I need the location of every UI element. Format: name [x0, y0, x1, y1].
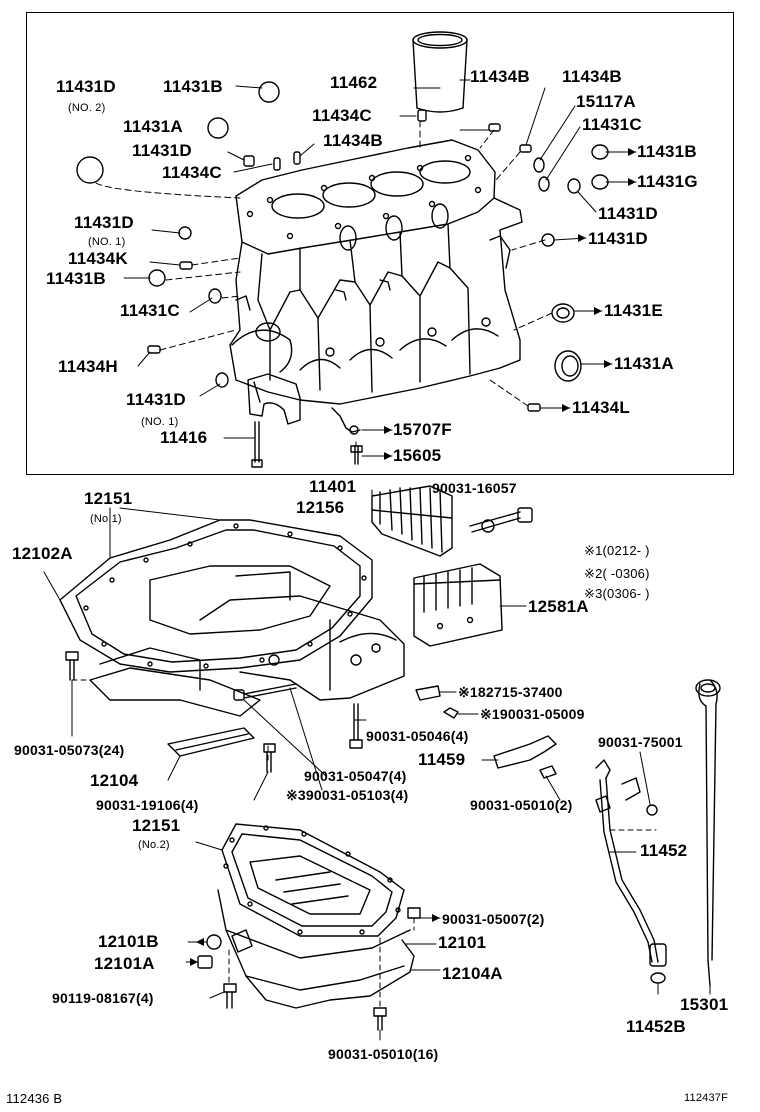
- bolt-15605: [350, 445, 363, 465]
- label-11434b-a[interactable]: 11434B: [470, 67, 530, 86]
- oil-strainer-12156: [371, 485, 453, 557]
- label-11434c-a[interactable]: 11434C: [312, 106, 372, 125]
- label-90031-05010-16[interactable]: 90031-05010(16): [328, 1046, 439, 1062]
- label-11431d-no2[interactable]: 11431D: [56, 77, 116, 96]
- label-no1-b: (NO. 1): [141, 416, 179, 428]
- bolt-90119-08167: [223, 983, 237, 1009]
- label-11434h[interactable]: 11434H: [58, 357, 118, 376]
- label-11431b-b[interactable]: 11431B: [637, 142, 697, 161]
- label-11434b-b[interactable]: 11434B: [562, 67, 622, 86]
- label-90031-05047[interactable]: 90031-05047(4): [304, 768, 407, 784]
- bolt-11416: [251, 421, 263, 468]
- bolt-90031-05007: [407, 907, 421, 919]
- label-90031-05007[interactable]: 90031-05007(2): [442, 911, 545, 927]
- label-11452b[interactable]: 11452B: [626, 1017, 686, 1036]
- dipstick-guide-11452: [595, 759, 667, 984]
- label-11431c-b[interactable]: 11431C: [120, 301, 180, 320]
- label-15301[interactable]: 15301: [680, 995, 729, 1014]
- label-12101[interactable]: 12101: [438, 933, 487, 952]
- dipstick-15301: [695, 679, 721, 987]
- bolt-90031-05009: [443, 707, 459, 719]
- label-15605[interactable]: 15605: [393, 446, 442, 465]
- label-90031-05010-2[interactable]: 90031-05010(2): [470, 797, 573, 813]
- label-12151-b[interactable]: 12151: [132, 816, 181, 835]
- label-11462[interactable]: 11462: [330, 73, 378, 92]
- label-11431c-a[interactable]: 11431C: [582, 115, 642, 134]
- label-90031-16057[interactable]: 90031-16057: [432, 480, 517, 496]
- label-11434k[interactable]: 11434K: [68, 249, 128, 268]
- label-11431b-a[interactable]: 11431B: [163, 77, 223, 96]
- note-3: ※3(0306- ): [584, 586, 650, 601]
- bolt-90031-05010-a: [539, 765, 557, 779]
- bracket-11459: [493, 735, 557, 769]
- label-11459[interactable]: 11459: [418, 750, 466, 769]
- label-11434c-b[interactable]: 11434C: [162, 163, 222, 182]
- label-no1-c: (No.1): [90, 513, 122, 525]
- label-12151-a[interactable]: 12151: [84, 489, 133, 508]
- oil-pan-lower-12101: [217, 823, 415, 1009]
- label-11431d-a[interactable]: 11431D: [132, 141, 192, 160]
- figure-number-left: 112436 B: [6, 1091, 63, 1106]
- bracket-82715-37400: [415, 685, 441, 701]
- label-82715-37400[interactable]: ※182715-37400: [458, 684, 563, 700]
- label-12101a[interactable]: 12101A: [94, 954, 155, 973]
- label-no2-b: (No.2): [138, 839, 170, 851]
- upper-group-frame: [26, 12, 734, 475]
- cylinder-liner-11462: [412, 31, 468, 113]
- label-12156[interactable]: 12156: [296, 498, 345, 517]
- label-11431d-d[interactable]: 11431D: [126, 390, 186, 409]
- label-90031-05103[interactable]: ※390031-05103(4): [286, 787, 409, 803]
- label-90031-19106[interactable]: 90031-19106(4): [96, 797, 199, 813]
- label-90031-05009[interactable]: ※190031-05009: [480, 706, 585, 722]
- label-90031-05073[interactable]: 90031-05073(24): [14, 742, 125, 758]
- label-no2-a: (NO. 2): [68, 102, 106, 114]
- note-1: ※1(0212- ): [584, 543, 650, 558]
- label-11431a-a[interactable]: 11431A: [123, 117, 183, 136]
- bolt-90031-16057: [469, 507, 533, 533]
- label-11431e[interactable]: 11431E: [604, 301, 663, 320]
- bolt-90031-05010-16: [373, 1007, 387, 1031]
- bolt-90031-19106: [263, 743, 276, 773]
- label-90119-08167[interactable]: 90119-08167(4): [52, 990, 154, 1006]
- oil-pan-upper-12151: [59, 519, 405, 717]
- label-15117a[interactable]: 15117A: [576, 92, 636, 111]
- label-11431d-no1[interactable]: 11431D: [74, 213, 134, 232]
- label-11431d-c[interactable]: 11431D: [588, 229, 648, 248]
- expansion-plugs: [76, 81, 609, 412]
- label-90031-05046[interactable]: 90031-05046(4): [366, 728, 469, 744]
- label-no1-a: (NO. 1): [88, 236, 126, 248]
- label-12102a[interactable]: 12102A: [12, 544, 73, 563]
- label-12581a[interactable]: 12581A: [528, 597, 589, 616]
- label-11434b-c[interactable]: 11434B: [323, 131, 383, 150]
- bolt-90031-05073: [65, 651, 79, 681]
- bearing-cap-11416: [247, 373, 301, 425]
- label-11431b-c[interactable]: 11431B: [46, 269, 106, 288]
- oil-pump-12581a: [413, 563, 503, 647]
- label-12101b[interactable]: 12101B: [98, 932, 159, 951]
- figure-number-right: 112437F: [684, 1092, 729, 1104]
- label-11431d-b[interactable]: 11431D: [598, 204, 658, 223]
- label-90031-75001[interactable]: 90031-75001: [598, 734, 683, 750]
- label-11431g[interactable]: 11431G: [637, 172, 698, 191]
- label-11452[interactable]: 11452: [640, 841, 688, 860]
- bolt-90031-05046: [349, 703, 363, 749]
- label-12104a[interactable]: 12104A: [442, 964, 503, 983]
- label-11416[interactable]: 11416: [160, 428, 208, 447]
- label-11401[interactable]: 11401: [309, 477, 357, 496]
- bolt-90031-05047: [233, 683, 297, 701]
- baffle-12104: [167, 727, 255, 757]
- note-2: ※2( -0306): [584, 566, 650, 581]
- label-12104[interactable]: 12104: [90, 771, 139, 790]
- cylinder-block: [229, 139, 523, 405]
- label-11434l[interactable]: 11434L: [572, 398, 630, 417]
- oil-jet-15707f: [331, 407, 361, 433]
- label-15707f[interactable]: 15707F: [393, 420, 452, 439]
- label-11431a-b[interactable]: 11431A: [614, 354, 674, 373]
